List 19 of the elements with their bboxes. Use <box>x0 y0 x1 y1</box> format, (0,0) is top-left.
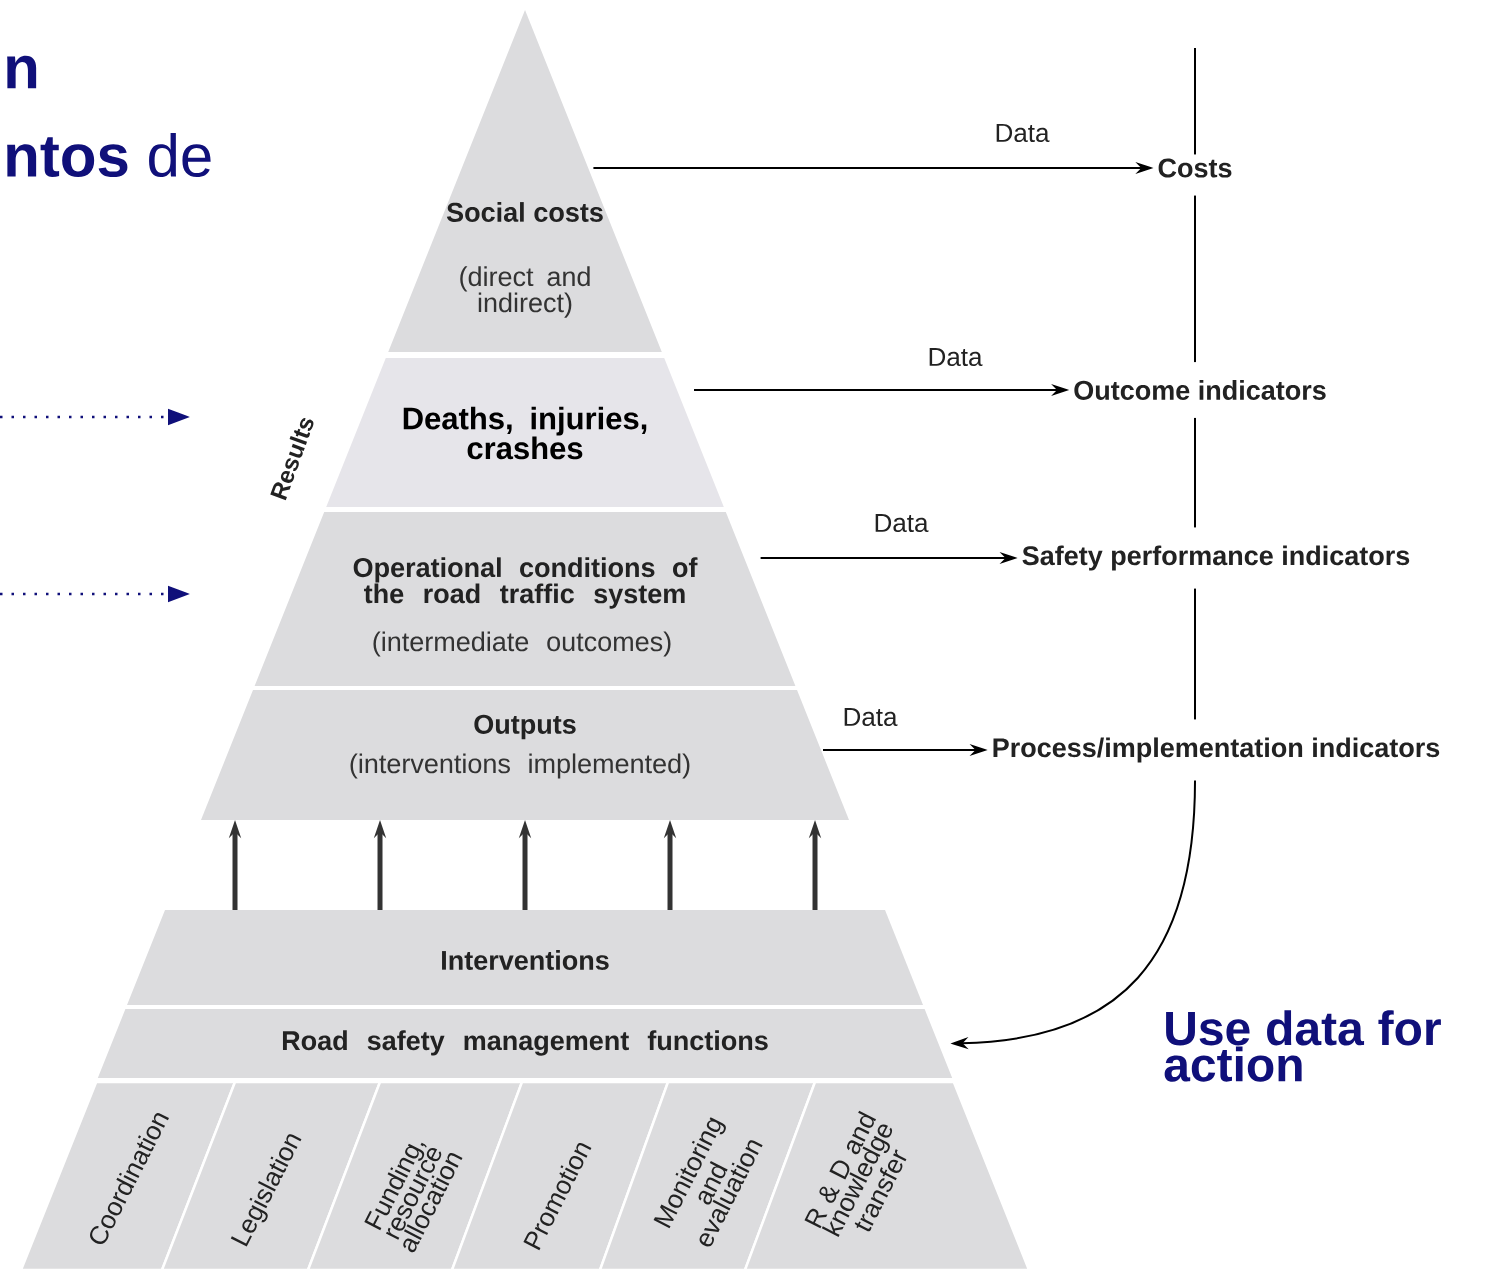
connector-line <box>1194 194 1196 364</box>
title-text: ntos de <box>7 133 211 178</box>
indicator-label: Process/implementation indicators <box>993 737 1440 763</box>
callout-text: Use data for action <box>1164 1010 1441 1082</box>
indicator-label: Outcome indicators <box>1074 380 1326 400</box>
edge-label: Data <box>993 122 1051 144</box>
pyramid-band: Deaths, injuries, crashes <box>326 358 724 507</box>
pyramid-band: Operational conditions of the road traffic system (intermediate outcomes) <box>254 512 796 686</box>
edge-label: Data <box>872 512 930 534</box>
title-text: n <box>7 55 37 89</box>
pyramid-band: Interventions <box>127 910 923 1005</box>
pyramid-band: Road safety management functions <box>97 1009 953 1078</box>
edge-label: Data <box>926 346 984 368</box>
connector-line <box>1194 587 1196 721</box>
connector-line <box>1194 416 1196 529</box>
pyramid-band: Social costs (direct and indirect) <box>388 10 662 352</box>
indicator-label: Safety performance indicators <box>1022 545 1410 571</box>
indicator-label: Costs <box>1158 158 1232 178</box>
connector-line <box>1194 47 1196 156</box>
